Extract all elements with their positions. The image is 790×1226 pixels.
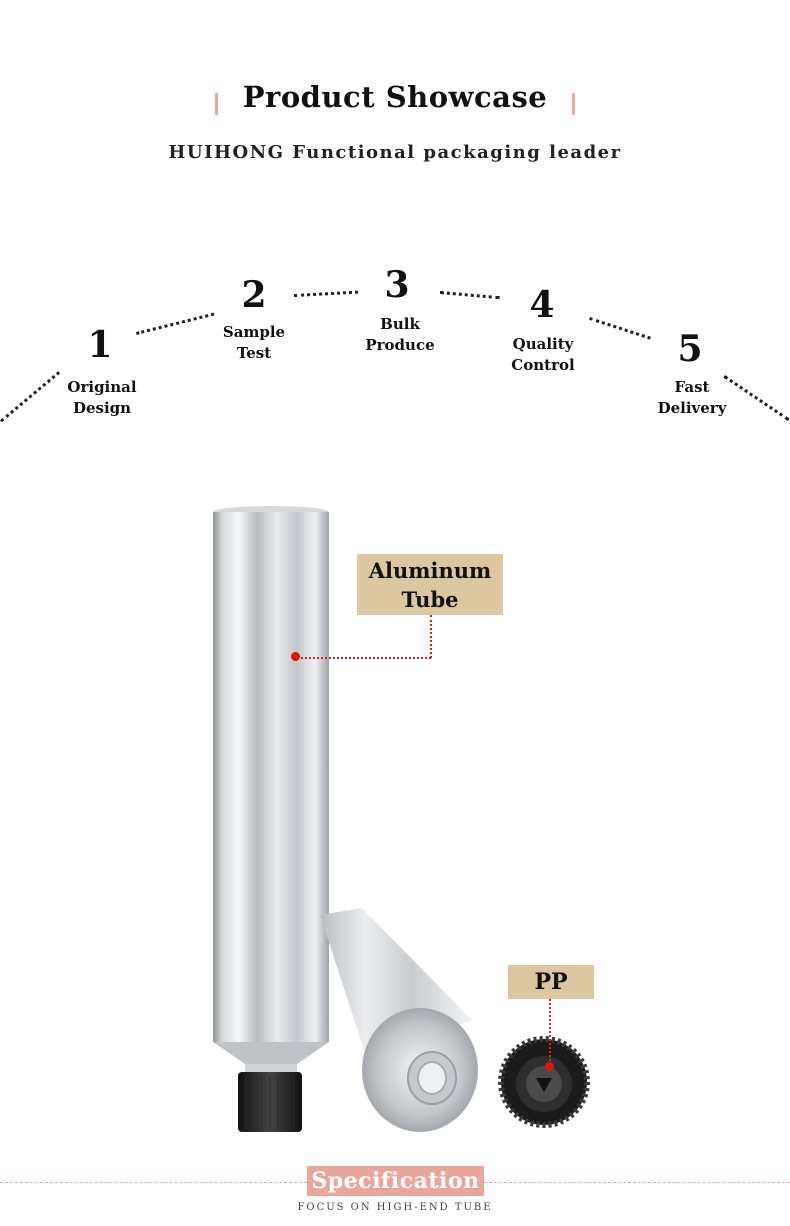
step-5-number: 5: [677, 328, 703, 370]
title-left-bar: [215, 93, 218, 115]
step-5-label: Fast Delivery: [632, 377, 752, 419]
pp-cap: [498, 1036, 590, 1128]
arc-connector: [294, 290, 359, 297]
step-label-line: Design: [72, 399, 132, 417]
step-label-line: Fast: [674, 378, 710, 396]
callout-line: Aluminum: [368, 558, 492, 583]
step-2-number: 2: [241, 274, 267, 316]
step-label-line: Produce: [365, 336, 435, 354]
header: Product Showcase: [0, 80, 790, 114]
cap-pointer-dot: [545, 1062, 554, 1071]
step-1-label: Original Design: [42, 377, 162, 419]
tube-pointer-line: [430, 615, 432, 658]
step-label-line: Original: [67, 378, 137, 396]
callout-line: Tube: [401, 587, 459, 612]
step-label-line: Delivery: [657, 399, 727, 417]
spec-divider-right: [484, 1182, 790, 1183]
aluminum-tube-callout: Aluminum Tube: [357, 554, 503, 615]
product-image: [213, 506, 590, 1132]
step-label-line: Control: [511, 356, 575, 374]
step-3-number: 3: [384, 264, 410, 306]
cap-pointer-line: [549, 999, 551, 1065]
arc-connector: [439, 291, 500, 300]
page-subtitle: HUIHONG Functional packaging leader: [168, 142, 622, 163]
title-right-bar: [572, 93, 575, 115]
tube-pointer-dot: [291, 652, 300, 661]
step-label-line: Quality: [512, 335, 574, 353]
spec-divider-left: [0, 1182, 307, 1183]
standing-tube: [213, 506, 329, 1132]
step-label-line: Sample: [222, 323, 286, 341]
step-2-label: Sample Test: [194, 322, 314, 364]
specification-label: Specification: [307, 1166, 484, 1196]
step-4-number: 4: [529, 284, 555, 326]
step-4-label: Quality Control: [483, 334, 603, 376]
step-1-number: 1: [87, 324, 113, 366]
step-3-label: Bulk Produce: [340, 314, 460, 356]
tube-pointer-line: [296, 657, 431, 659]
specification-tagline: FOCUS ON HIGH-END TUBE: [297, 1202, 493, 1213]
leaning-tube: [320, 908, 478, 1132]
step-label-line: Bulk: [380, 315, 420, 333]
pp-callout: PP: [508, 965, 594, 999]
page-title: Product Showcase: [242, 80, 548, 114]
step-label-line: Test: [236, 344, 272, 362]
